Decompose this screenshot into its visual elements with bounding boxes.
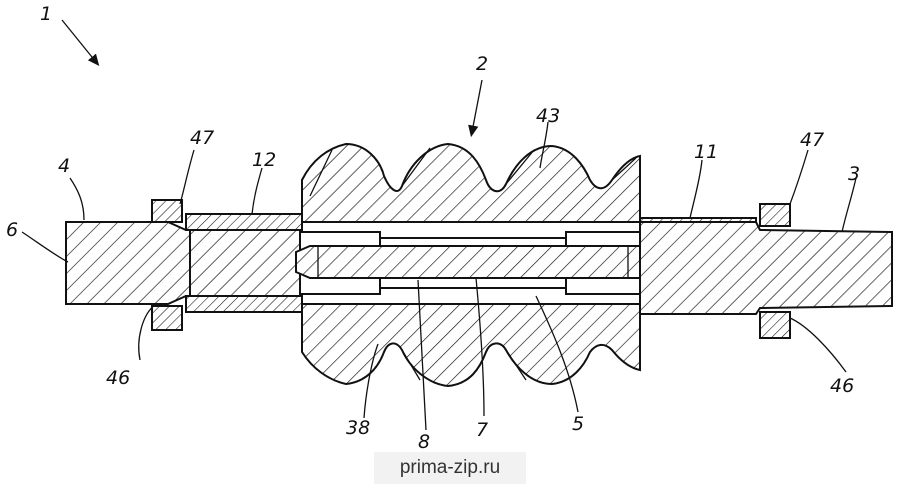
ring-lower-left: [151, 305, 183, 331]
label-47-right: 47: [800, 129, 824, 151]
label-4: 4: [58, 155, 70, 177]
ring-upper-left: [151, 199, 183, 223]
left-shaft: [65, 221, 191, 305]
tie-rod: [295, 245, 655, 279]
label-7: 7: [476, 419, 488, 441]
label-47-left: 47: [190, 127, 214, 149]
label-2: 2: [476, 53, 488, 75]
ring-upper-right: [759, 203, 791, 227]
left-inner-shaft: [189, 229, 301, 297]
label-46-left: 46: [106, 367, 130, 389]
rotor-upper: [301, 142, 641, 223]
left-sleeve: [185, 213, 303, 231]
label-6: 6: [6, 219, 18, 241]
right-sleeve: [639, 217, 757, 223]
left-sleeve-lower: [185, 295, 303, 313]
label-3: 3: [848, 163, 860, 185]
label-11: 11: [694, 141, 718, 163]
label-12: 12: [252, 149, 276, 171]
label-38: 38: [346, 417, 370, 439]
right-shaft: [639, 221, 893, 315]
rotor-lower: [301, 303, 641, 388]
label-43: 43: [536, 105, 560, 127]
leader-lines: [21, 19, 857, 431]
label-1: 1: [40, 3, 52, 25]
ring-lower-right: [759, 311, 791, 339]
watermark-text: prima-zip.ru: [374, 452, 526, 484]
label-8: 8: [418, 431, 430, 453]
label-46-right: 46: [830, 375, 854, 397]
label-5: 5: [572, 413, 584, 435]
